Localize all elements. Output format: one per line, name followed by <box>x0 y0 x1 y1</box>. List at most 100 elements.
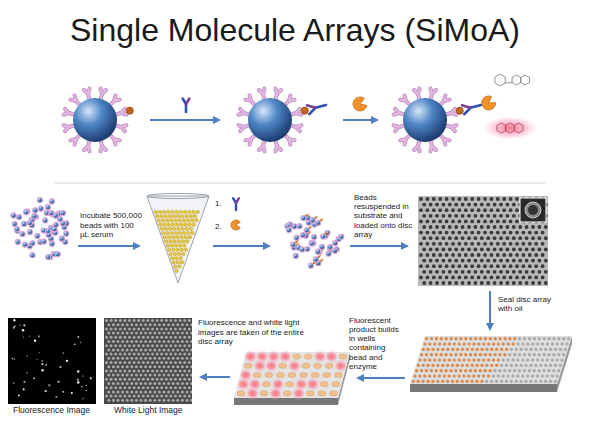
array-well <box>480 236 484 240</box>
well-spot <box>156 378 159 381</box>
array-well <box>451 264 455 268</box>
array-well <box>529 364 532 367</box>
fluorescent-spot <box>23 336 24 337</box>
antibody-segment <box>263 89 265 94</box>
antibody-segment <box>70 139 75 140</box>
array-well <box>533 369 536 372</box>
array-well <box>552 369 555 372</box>
array-well <box>456 380 459 383</box>
well-spot <box>114 327 117 330</box>
well-spot <box>183 327 186 330</box>
array-well <box>451 276 455 280</box>
array-well <box>502 208 506 212</box>
antibody-outline <box>88 89 90 94</box>
enzyme-dot <box>307 213 309 215</box>
array-well <box>458 208 462 212</box>
array-well <box>526 358 529 361</box>
antibody-outline <box>394 125 399 127</box>
serum-bead <box>160 214 164 218</box>
well-spot <box>119 369 122 372</box>
array-well <box>265 372 273 377</box>
serum-bead <box>157 219 161 223</box>
array-well <box>467 281 471 285</box>
well-spot <box>181 340 184 343</box>
array-well <box>451 242 455 246</box>
well-spot <box>133 336 136 339</box>
array-well <box>490 220 494 224</box>
array-well <box>467 203 471 207</box>
array-well <box>538 259 542 263</box>
well-spot <box>105 386 108 389</box>
well-spot <box>128 327 131 330</box>
array-well <box>565 342 568 345</box>
well-spot <box>165 336 168 339</box>
well-spot <box>172 365 175 368</box>
well-spot <box>128 386 131 389</box>
well-spot <box>123 336 126 339</box>
array-well <box>445 264 449 268</box>
array-well <box>480 281 484 285</box>
well-spot <box>190 340 192 343</box>
array-well <box>484 369 487 372</box>
small-bead <box>60 221 65 226</box>
antibody-segment <box>470 105 481 108</box>
antibody <box>400 95 410 105</box>
array-well <box>505 348 508 351</box>
antibody-outline <box>418 89 420 94</box>
well-spot <box>186 348 189 351</box>
disc-array <box>418 196 548 286</box>
well-spot <box>153 348 156 351</box>
array-well <box>541 358 544 361</box>
array-well <box>441 364 444 367</box>
fluorescent-spot <box>20 325 21 326</box>
array-well <box>470 264 474 268</box>
well-spot <box>121 348 124 351</box>
array-well <box>461 364 464 367</box>
well-spot <box>158 340 161 343</box>
array-well <box>286 382 294 387</box>
array-well <box>419 264 423 268</box>
well-spot <box>137 395 140 398</box>
array-well <box>422 225 426 229</box>
array-well <box>432 220 436 224</box>
well-spot <box>190 332 192 335</box>
well-spot <box>188 353 191 356</box>
antibody-outline <box>245 139 250 140</box>
well-spot <box>126 390 129 393</box>
well-spot <box>121 374 124 377</box>
array-well <box>528 253 532 257</box>
capture-bead <box>239 89 326 152</box>
molecule-ring <box>521 75 530 85</box>
array-well <box>518 259 522 263</box>
enzyme-dot <box>319 255 321 257</box>
well-spot <box>160 319 163 322</box>
well-spot <box>163 332 166 335</box>
well-spot <box>179 386 182 389</box>
array-well <box>534 364 537 367</box>
well-spot <box>130 374 133 377</box>
well-spot <box>156 319 159 322</box>
step-label: 2. <box>215 222 222 231</box>
well-spot <box>117 365 120 368</box>
well-spot <box>186 332 189 335</box>
array-well <box>512 259 516 263</box>
array-well <box>533 337 536 340</box>
array-well <box>474 281 478 285</box>
antibody-segment <box>405 95 406 100</box>
array-well <box>490 242 494 246</box>
bead-cloud <box>11 197 69 259</box>
antibody <box>307 105 326 114</box>
well-spot <box>153 365 156 368</box>
array-well <box>502 231 506 235</box>
array-well <box>429 248 433 252</box>
well-spot <box>130 382 133 385</box>
array-well <box>464 242 468 246</box>
well-spot <box>174 336 177 339</box>
array-well <box>526 342 529 345</box>
array-well <box>469 337 472 340</box>
array-well <box>485 348 488 351</box>
array-well <box>515 197 519 201</box>
array-well <box>560 358 563 361</box>
well-spot <box>156 369 159 372</box>
well-spot <box>105 369 108 372</box>
